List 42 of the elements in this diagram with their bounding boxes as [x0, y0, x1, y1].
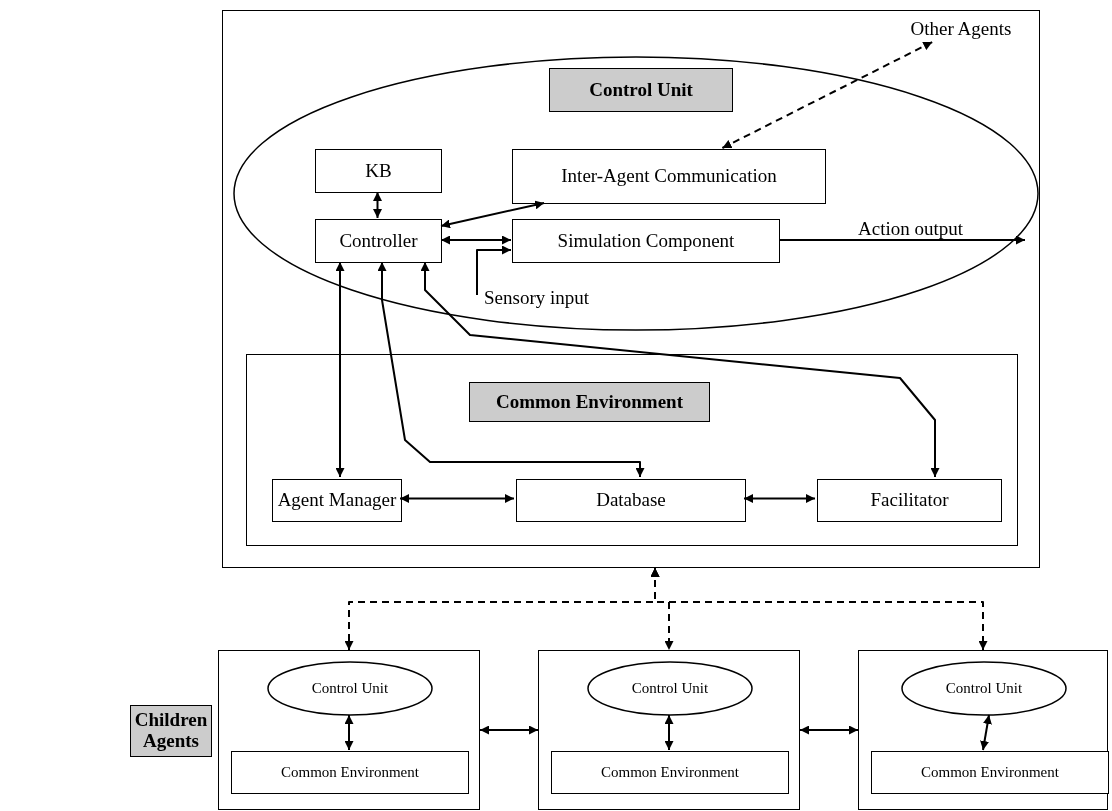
- process-box: Simulation Component: [512, 219, 780, 263]
- group-box: [246, 354, 1018, 546]
- agent-box: [538, 650, 800, 810]
- arrow: [377, 261, 645, 478]
- ellipse-node: Control Unit: [587, 661, 753, 716]
- heading-box: Common Environment: [469, 382, 710, 422]
- arrow: [980, 714, 992, 751]
- ellipse-node: Control Unit: [267, 661, 433, 716]
- process-box: Common Environment: [551, 751, 789, 794]
- arrow: [373, 191, 382, 219]
- process-box: KB: [315, 149, 442, 193]
- arrow: [476, 245, 512, 296]
- arrow: [799, 725, 859, 735]
- edge-label: Action output: [858, 219, 964, 238]
- arrow: [399, 494, 515, 503]
- agent-box: [222, 10, 1040, 568]
- arrow: [479, 725, 539, 735]
- process-box: Common Environment: [231, 751, 469, 794]
- agent-box: [218, 650, 480, 810]
- text-label: Other Agents: [886, 15, 1036, 43]
- arrow: [420, 261, 940, 478]
- arrow: [440, 200, 546, 229]
- arrow: [335, 261, 345, 478]
- process-box: Facilitator: [817, 479, 1002, 522]
- group-label: Children Agents: [130, 705, 212, 757]
- arrow: [440, 235, 512, 245]
- ellipse-node: Control Unit: [901, 661, 1067, 716]
- dashed-arrow: [650, 567, 988, 651]
- process-box: Agent Manager: [272, 479, 402, 522]
- arrow: [664, 714, 674, 751]
- process-box: Database: [516, 479, 746, 522]
- agent-box: [858, 650, 1108, 810]
- ellipse-node: [233, 56, 1039, 331]
- process-box: Inter-Agent Communication: [512, 149, 826, 204]
- dashed-arrow: [721, 41, 934, 149]
- process-box: Controller: [315, 219, 442, 263]
- process-box: Common Environment: [871, 751, 1109, 794]
- arrow: [344, 714, 354, 751]
- heading-box: Control Unit: [549, 68, 733, 112]
- arrow: [743, 494, 816, 503]
- edge-label: Sensory input: [484, 288, 590, 307]
- arrow: [778, 235, 1026, 245]
